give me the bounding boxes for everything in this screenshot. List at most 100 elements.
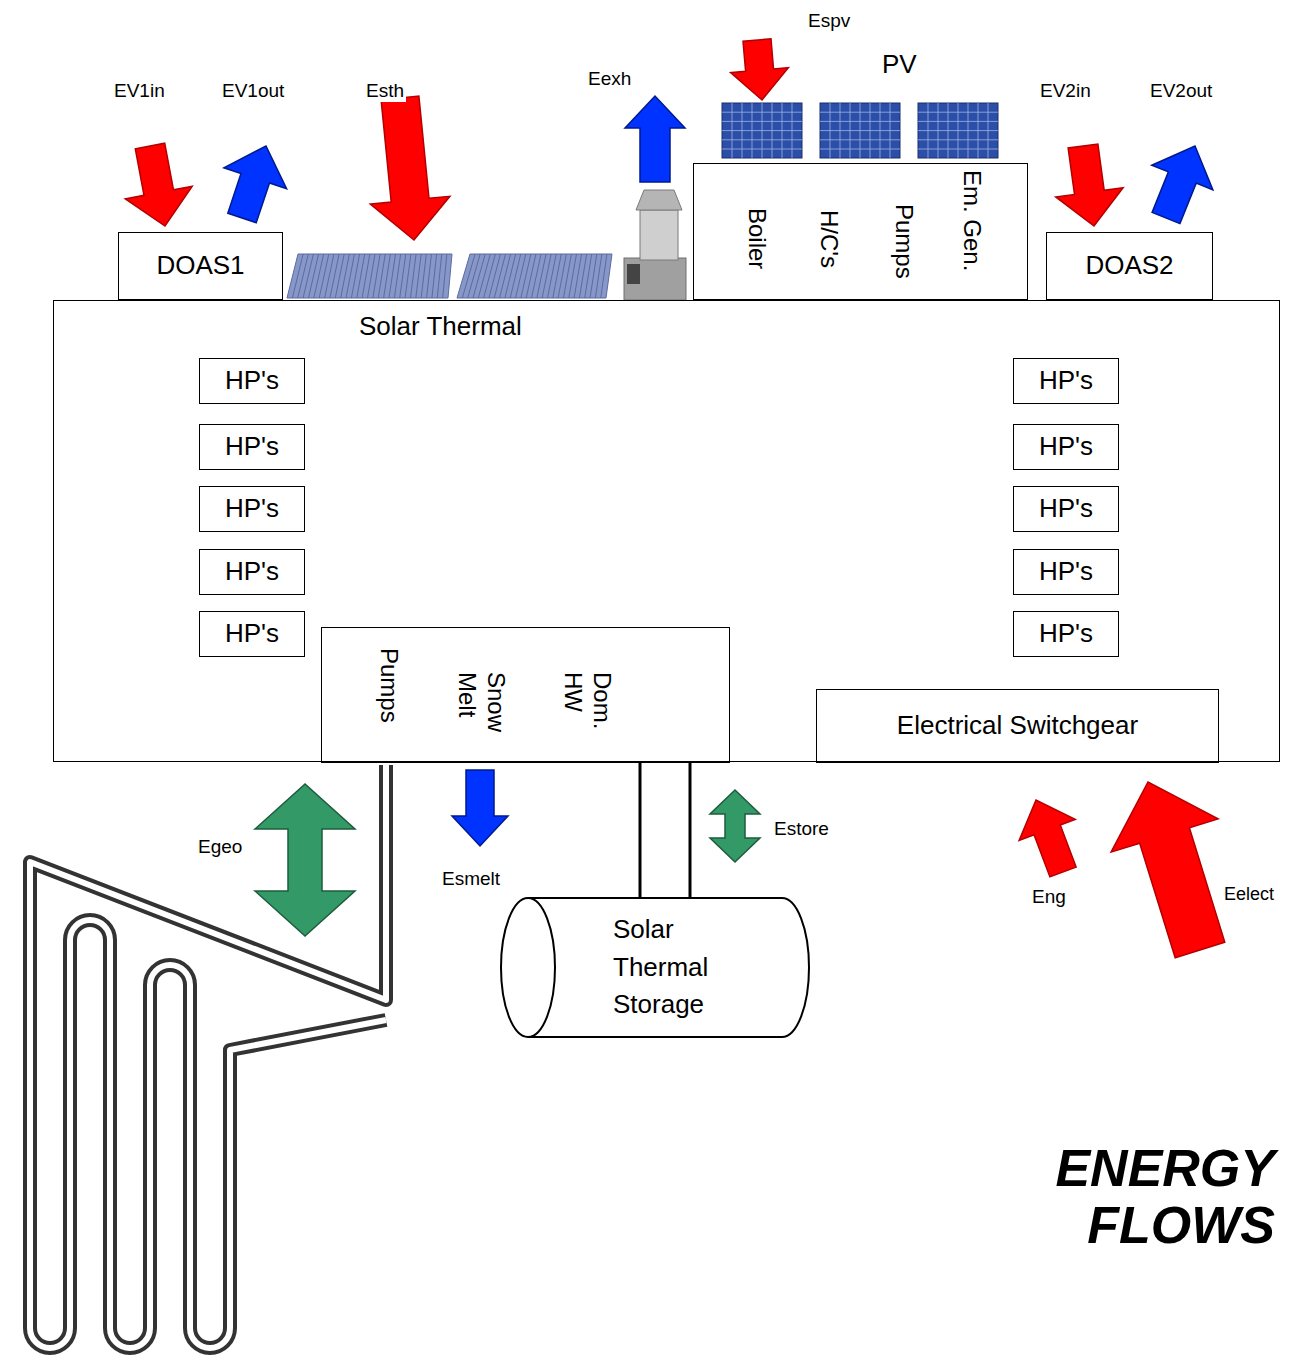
solar-collector: [287, 254, 452, 298]
fan-cap: [636, 190, 682, 210]
collector-tube: [473, 254, 485, 298]
collector-tube: [542, 254, 551, 298]
collector-tube: [468, 254, 481, 298]
text-holder: HP's: [200, 425, 304, 469]
heat-pump-box: HP's: [1013, 424, 1119, 470]
collector-tube: [462, 254, 475, 298]
pv-panel: [918, 103, 998, 158]
plant-room: PumpsSnow MeltDom. HW: [321, 627, 730, 763]
text-holder: DOAS1: [119, 233, 282, 299]
collector-tube: [389, 254, 396, 298]
text-holder: Pumps: [889, 204, 918, 279]
energy-flow-label: EV1out: [220, 80, 286, 102]
collector-tube: [484, 254, 496, 298]
collector-tube: [478, 254, 490, 298]
pv-cell-line: [820, 149, 900, 150]
energy-flow-label: EV2in: [1038, 80, 1093, 102]
cylinder-end: [501, 898, 555, 1037]
fan-base: [624, 258, 686, 300]
energy-flow-label: Estore: [772, 818, 831, 840]
collector-panel: [457, 254, 612, 298]
node-label: Dom. HW: [558, 672, 616, 744]
collector-tube: [553, 254, 562, 298]
pv-cell-line: [820, 130, 900, 131]
text-holder: Dom. HW: [558, 672, 616, 744]
collector-tube: [346, 254, 354, 298]
ventilation-unit: DOAS1: [118, 232, 283, 300]
collector-tube: [510, 254, 521, 298]
collector-tube: [437, 254, 441, 298]
collector-tube: [416, 254, 421, 298]
collector-tube: [421, 254, 426, 298]
energy-flow-label: Eexh: [586, 68, 633, 90]
cylinder-body: [528, 898, 809, 1037]
text-holder: HP's: [1014, 487, 1118, 531]
node-label: HP's: [1039, 493, 1093, 524]
pv-cell-line: [918, 121, 998, 122]
heat-pump-box: HP's: [199, 358, 305, 404]
collector-tube: [601, 254, 607, 298]
node-label: HP's: [1039, 431, 1093, 462]
text-holder: HP's: [1014, 359, 1118, 403]
collector-tube: [532, 254, 542, 298]
collector-tube: [521, 254, 531, 298]
pv-frame: [722, 103, 802, 158]
collector-tube: [330, 254, 339, 298]
text-holder: HP's: [200, 612, 304, 656]
node-label: Em. Gen.: [957, 170, 986, 271]
node-label: HP's: [225, 493, 279, 524]
text-holder: Pumps: [374, 648, 403, 723]
text-holder: HP's: [200, 359, 304, 403]
collector-tube: [341, 254, 350, 298]
node-label: HP's: [1039, 365, 1093, 396]
energy-flow-arrow: [625, 96, 685, 182]
text-holder: DOAS2: [1047, 233, 1212, 299]
node-label: Electrical Switchgear: [897, 710, 1138, 741]
storage-tank: Solar Thermal Storage: [500, 897, 810, 1038]
exhaust-fan: [624, 190, 686, 300]
ground-loop-inner: [30, 765, 386, 1348]
energy-flow-arrow: [710, 790, 760, 862]
heat-pump-box: HP's: [1013, 358, 1119, 404]
collector-tube: [410, 254, 416, 298]
pv-cell-line: [918, 149, 998, 150]
node-label: Solar Thermal: [359, 311, 522, 342]
pv-cell-line: [820, 139, 900, 140]
text-holder: HP's: [1014, 425, 1118, 469]
node-label: DOAS1: [156, 250, 244, 281]
pv-cell-line: [820, 112, 900, 113]
collector-tube: [303, 254, 313, 298]
energy-flow-label: Esmelt: [440, 868, 502, 890]
energy-flow-arrow: [731, 39, 789, 100]
collector-tube: [427, 254, 432, 298]
collector-tube: [335, 254, 344, 298]
pv-panel: [722, 103, 802, 158]
collector-tube: [325, 254, 334, 298]
collector-tube: [547, 254, 556, 298]
collector-tube: [314, 254, 324, 298]
node-label: H/C's: [814, 210, 843, 268]
heat-pump-box: HP's: [1013, 611, 1119, 657]
pv-frame: [820, 103, 900, 158]
collector-tube: [500, 254, 511, 298]
collector-tube: [384, 254, 391, 298]
pv-cell-line: [722, 149, 802, 150]
text-holder: Boiler: [742, 208, 771, 269]
heat-pump-box: HP's: [199, 549, 305, 595]
text-holder: Em. Gen.: [957, 170, 986, 271]
pipe-line: [639, 763, 642, 897]
collector-tube: [298, 254, 309, 298]
node-label: Boiler: [742, 208, 771, 269]
node-label: Solar Thermal Storage: [613, 911, 748, 1024]
node-label: HP's: [1039, 556, 1093, 587]
collector-tube: [537, 254, 546, 298]
collector-tube: [394, 254, 400, 298]
energy-flow-label: Espv: [806, 10, 852, 32]
switchgear-box: Electrical Switchgear: [816, 689, 1219, 763]
text-holder: HP's: [200, 550, 304, 594]
array-label: PV: [880, 50, 919, 80]
energy-flow-label: Eng: [1030, 886, 1068, 908]
energy-flow-arrow: [452, 770, 508, 846]
